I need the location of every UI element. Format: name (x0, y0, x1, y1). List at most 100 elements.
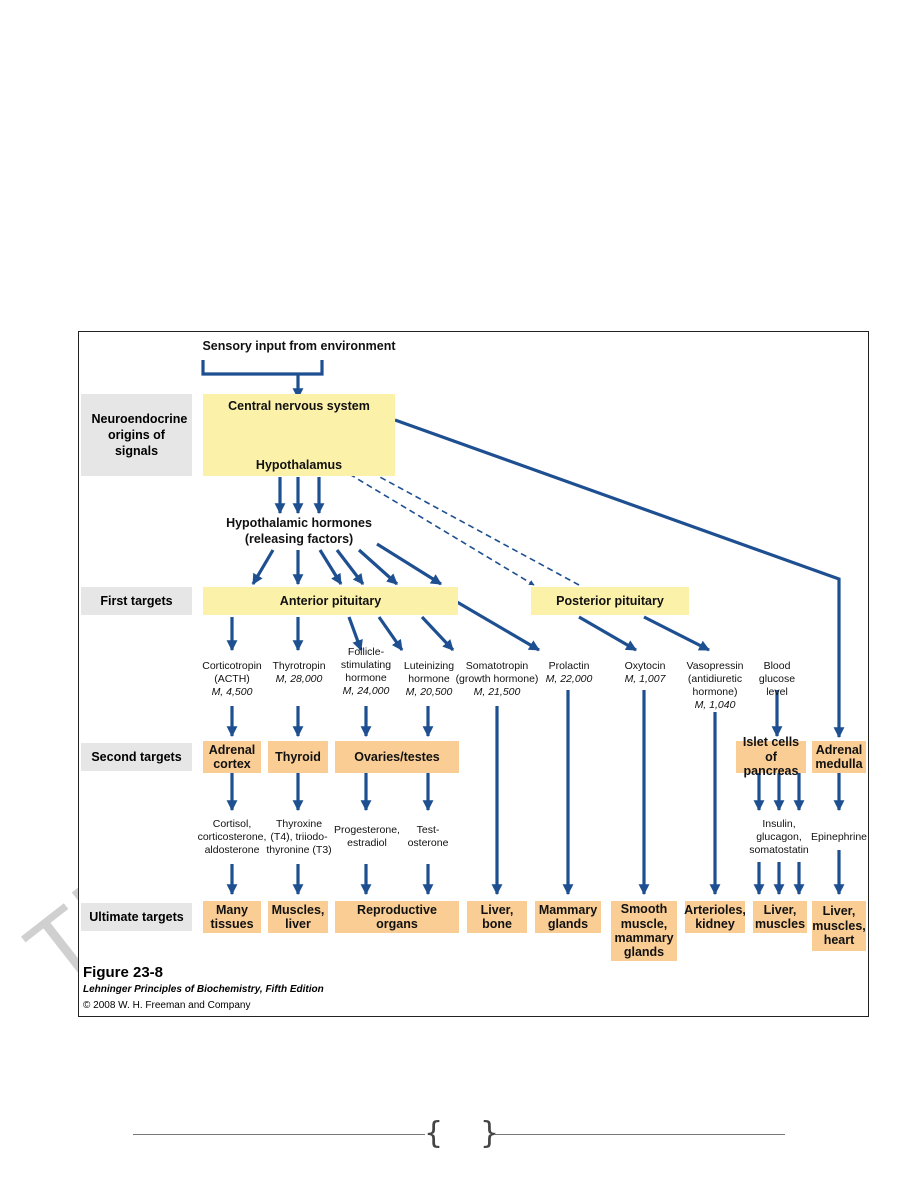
ultimate-arterioles: Arterioles, kidney (684, 901, 746, 933)
posterior-pituitary: Posterior pituitary (531, 587, 689, 615)
cns-label: Central nervous system (228, 399, 370, 413)
arterioles-line2: kidney (695, 917, 735, 931)
muscles-liver-line1: Muscles, (271, 902, 325, 917)
hormone-prolactin: Prolactin M, 22,000 (537, 660, 601, 686)
hormone-vasopressin: Vasopressin (antidiuretic hormone) M, 1,… (677, 660, 753, 713)
lh-line2: hormone (408, 673, 450, 686)
footer-left-brace: { (424, 1116, 444, 1151)
liver-bone-line1: Liver, (480, 902, 514, 917)
row-label-ultimate: Ultimate targets (81, 903, 192, 931)
thyrotropin-name: Thyrotropin (272, 660, 326, 672)
hypothalamus-label: Hypothalamus (255, 458, 343, 472)
cortisol-line3: aldosterone (204, 844, 260, 857)
insulin-line1: Insulin, (762, 818, 796, 830)
corticotropin-abbr: (ACTH) (214, 673, 250, 686)
adrenal-medulla-box: Adrenal medulla (812, 741, 866, 773)
oxytocin-name: Oxytocin (624, 660, 666, 672)
arterioles-line1: Arterioles, (684, 902, 746, 917)
hormone-thyrotropin: Thyrotropin M, 28,000 (264, 660, 334, 686)
hormone-lh: Luteinizing hormone M, 20,500 (397, 660, 461, 699)
hormone-corticotropin: Corticotropin (ACTH) M, 4,500 (192, 660, 272, 699)
thyrotropin-mass: M, 28,000 (275, 673, 323, 686)
lh-line1: Luteinizing (403, 660, 455, 672)
arrow-ap-fsh (347, 616, 363, 652)
islet-line2: pancreas (743, 764, 799, 779)
product-epinephrine: Epinephrine (805, 831, 873, 844)
ultimate-liver-muscles: Liver, muscles (753, 901, 807, 933)
progesterone-line2: estradiol (347, 837, 387, 850)
insulin-line3: somatostatin (749, 844, 809, 857)
anterior-pituitary: Anterior pituitary (203, 587, 458, 615)
testosterone-line1: Test- (416, 824, 440, 836)
progesterone-line1: Progesterone, (334, 824, 400, 836)
lmh-line2: muscles, (812, 918, 866, 933)
liver-bone-line2: bone (482, 917, 512, 931)
thyroid-box: Thyroid (268, 741, 328, 773)
row-label-neuroendocrine-text: Neuroendocrine origins of signals (91, 411, 188, 459)
ultimate-smooth-muscle: Smooth muscle, mammary glands (611, 901, 677, 961)
vasopressin-mass: M, 1,040 (694, 699, 736, 712)
arrow-rf-ant-5 (357, 548, 399, 586)
smooth-line1: Smooth (620, 902, 668, 917)
blood-glucose-line3: level (766, 686, 788, 699)
arrow-ap-lh (377, 616, 404, 651)
adrenal-cortex-box: Adrenal cortex (203, 741, 261, 773)
lmh-line1: Liver, (822, 904, 856, 919)
blood-glucose-level: Blood glucose level (751, 660, 803, 699)
sensory-fork (201, 360, 324, 376)
ultimate-many-tissues: Many tissues (203, 901, 261, 933)
mammary-line1: Mammary (538, 902, 598, 917)
footer-right-brace: } (480, 1116, 500, 1151)
islet-cells-box: Islet cells of pancreas (736, 735, 806, 778)
blood-glucose-line2: glucose (758, 673, 796, 686)
ultimate-muscles-liver: Muscles, liver (268, 901, 328, 933)
hypothalamic-hormones: Hypothalamic hormones (releasing factors… (209, 515, 389, 548)
dashed-hypo-posterior-1 (340, 468, 535, 586)
cortisol-line2: corticosterone, (197, 831, 267, 844)
ultimate-mammary: Mammary glands (535, 901, 601, 933)
vasopressin-name: Vasopressin (686, 660, 744, 672)
smooth-line4: glands (623, 945, 665, 960)
somatotropin-mass: M, 21,500 (473, 686, 521, 699)
arrow-rf-ant-1 (251, 549, 275, 585)
releasing-factors-label: (releasing factors) (244, 532, 354, 547)
thyroxine-line3: thyronine (T3) (266, 844, 332, 857)
smooth-line3: mammary (614, 931, 674, 945)
somatotropin-name: Somatotropin (465, 660, 529, 672)
adrenal-medulla-line1: Adrenal (815, 742, 863, 757)
smooth-line2: muscle, (620, 916, 668, 931)
product-thyroxine: Thyroxine (T4), triiodo- thyronine (T3) (260, 818, 338, 857)
ultimate-reproductive: Reproductive organs (335, 901, 459, 933)
arrow-pp-vasopressin (643, 615, 710, 652)
figure-panel: Sensory input from environment Neuroendo… (78, 331, 869, 1017)
liver-muscles-line2: muscles (754, 917, 806, 931)
adrenal-cortex-line2: cortex (213, 757, 251, 771)
ultimate-liver-bone: Liver, bone (467, 901, 527, 933)
sensory-input: Sensory input from environment (202, 339, 396, 353)
mammary-line2: glands (547, 917, 589, 931)
liver-muscles-line1: Liver, (763, 902, 797, 917)
hormone-somatotropin: Somatotropin (growth hormone) M, 21,500 (451, 660, 543, 699)
product-testosterone: Test- osterone (401, 824, 455, 850)
prolactin-name: Prolactin (548, 660, 590, 672)
ovaries-testes-box: Ovaries/testes (335, 741, 459, 773)
arrow-ap-prolactin (456, 600, 540, 652)
product-cortisol: Cortisol, corticosterone, aldosterone (187, 818, 277, 857)
lh-mass: M, 20,500 (405, 686, 453, 699)
ultimate-liver-muscles-heart: Liver, muscles, heart (812, 901, 866, 951)
arrow-pp-oxytocin (578, 615, 637, 652)
product-progesterone: Progesterone, estradiol (329, 824, 405, 850)
dashed-hypo-posterior-2 (353, 462, 580, 586)
thyroxine-line1: Thyroxine (275, 818, 323, 830)
adrenal-medulla-line2: medulla (815, 757, 863, 771)
many-tissues-line2: tissues (210, 917, 254, 931)
row-label-neuroendocrine: Neuroendocrine origins of signals (81, 394, 192, 476)
hypothalamic-hormones-label: Hypothalamic hormones (226, 516, 372, 530)
testosterone-line2: osterone (407, 837, 449, 850)
arrow-cns-adrenal-medulla (394, 418, 845, 739)
figure-copyright: © 2008 W. H. Freeman and Company (83, 1000, 251, 1011)
blood-glucose-line1: Blood (763, 660, 791, 672)
vasopressin-alias1: (antidiuretic (687, 673, 743, 686)
footer-rule-right (494, 1134, 785, 1135)
somatotropin-alias: (growth hormone) (455, 673, 539, 686)
